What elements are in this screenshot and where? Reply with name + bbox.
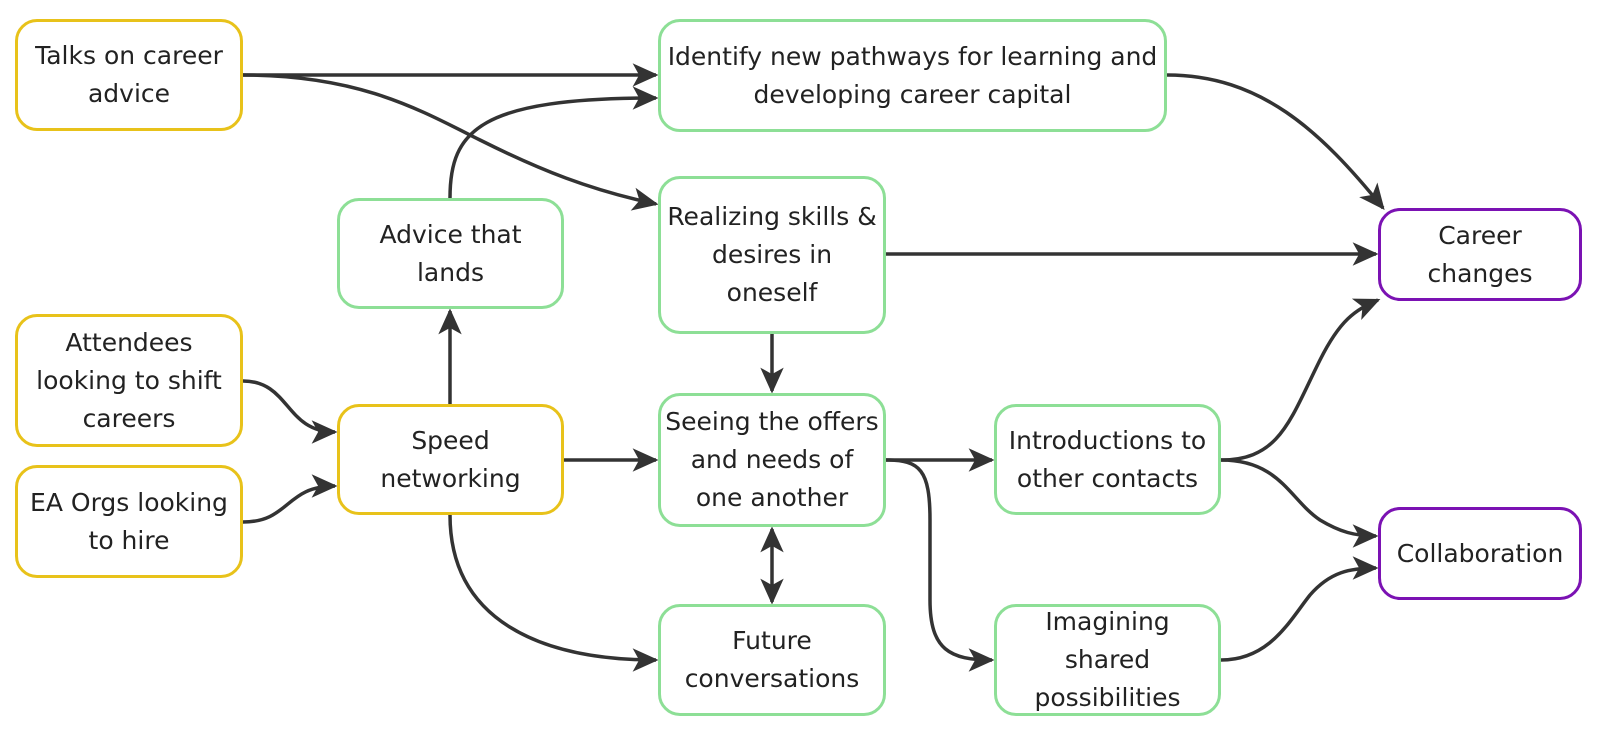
edge-introductions-to-collaboration — [1220, 458, 1379, 548]
node-introductions-to-other-contacts[interactable]: Introductions to other contacts — [994, 404, 1221, 515]
edge-introductions-to-career-changes — [1220, 298, 1381, 462]
node-speed-networking[interactable]: Speed networking — [337, 404, 564, 515]
node-label: Attendees looking to shift careers — [36, 327, 222, 433]
edge-speed-to-future — [448, 514, 659, 672]
node-label: Speed networking — [380, 425, 521, 493]
edge-imagining-to-collaboration — [1220, 556, 1379, 662]
node-future-conversations[interactable]: Future conversations — [658, 604, 886, 716]
node-label: Collaboration — [1396, 538, 1564, 568]
node-realizing-skills[interactable]: Realizing skills & desires in oneself — [658, 176, 886, 334]
node-advice-that-lands[interactable]: Advice that lands — [337, 198, 564, 309]
node-label: Identify new pathways for learning and d… — [667, 41, 1158, 109]
edge-identify-to-career-changes — [1166, 73, 1385, 211]
node-label: Seeing the offers and needs of one anoth… — [665, 407, 879, 512]
node-label: Future conversations — [684, 626, 860, 693]
edge-advice-to-identify — [448, 86, 659, 199]
edge-ea-to-speed — [242, 474, 338, 524]
node-ea-orgs-looking-to-hire[interactable]: EA Orgs looking to hire — [15, 465, 243, 578]
node-identify-new-pathways[interactable]: Identify new pathways for learning and d… — [658, 19, 1167, 132]
node-collaboration[interactable]: Collaboration — [1378, 507, 1582, 600]
edge-talks-to-realizing — [242, 73, 659, 211]
node-talks-on-career-advice[interactable]: Talks on career advice — [15, 19, 243, 131]
node-seeing-offers-and-needs[interactable]: Seeing the offers and needs of one anoth… — [658, 393, 886, 527]
node-label: Talks on career advice — [35, 41, 223, 108]
node-label: Imagining shared possibilities — [1034, 607, 1181, 712]
node-attendees-looking-to-shift[interactable]: Attendees looking to shift careers — [15, 314, 243, 447]
node-label: Advice that lands — [379, 219, 522, 287]
node-label: Realizing skills & desires in oneself — [667, 202, 877, 307]
edge-attendees-to-speed — [242, 379, 338, 444]
node-label: Introductions to other contacts — [1008, 425, 1207, 493]
node-career-changes[interactable]: Career changes — [1378, 208, 1582, 301]
node-label: EA Orgs looking to hire — [30, 487, 228, 555]
node-label: Career changes — [1427, 220, 1533, 288]
node-imagining-shared-possibilities[interactable]: Imagining shared possibilities — [994, 604, 1221, 716]
edge-seeing-to-imagining — [885, 458, 995, 672]
